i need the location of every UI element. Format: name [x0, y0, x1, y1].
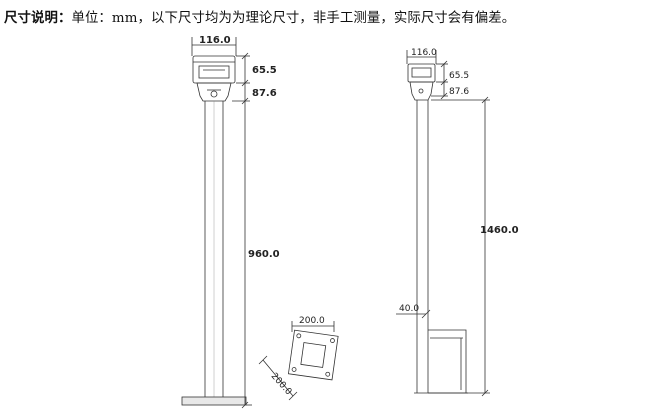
base-depth-label: 200.0 [269, 371, 294, 397]
right-offset-label: 40.0 [399, 304, 419, 314]
right-width-label: 116.0 [411, 48, 437, 58]
right-view-drawing [396, 50, 490, 397]
left-pole-height-label: 960.0 [248, 249, 280, 260]
left-dim-b-label: 87.6 [252, 88, 277, 99]
right-dim-b-label: 87.6 [449, 87, 469, 97]
note-label: 尺寸说明： [4, 10, 72, 26]
right-dim-a-label: 65.5 [449, 71, 469, 81]
dimension-note: 尺寸说明：单位：mm，以下尺寸均为为理论尺寸，非手工测量，实际尺寸会有偏差。 [4, 6, 654, 26]
right-total-height-label: 1460.0 [480, 225, 519, 236]
base-plate-detail [258, 321, 339, 401]
left-dim-a-label: 65.5 [252, 65, 277, 76]
left-view-drawing [181, 37, 252, 409]
left-width-label: 116.0 [199, 35, 231, 46]
base-width-label: 200.0 [299, 316, 325, 326]
note-text: 单位：mm，以下尺寸均为为理论尺寸，非手工测量，实际尺寸会有偏差。 [71, 11, 516, 26]
